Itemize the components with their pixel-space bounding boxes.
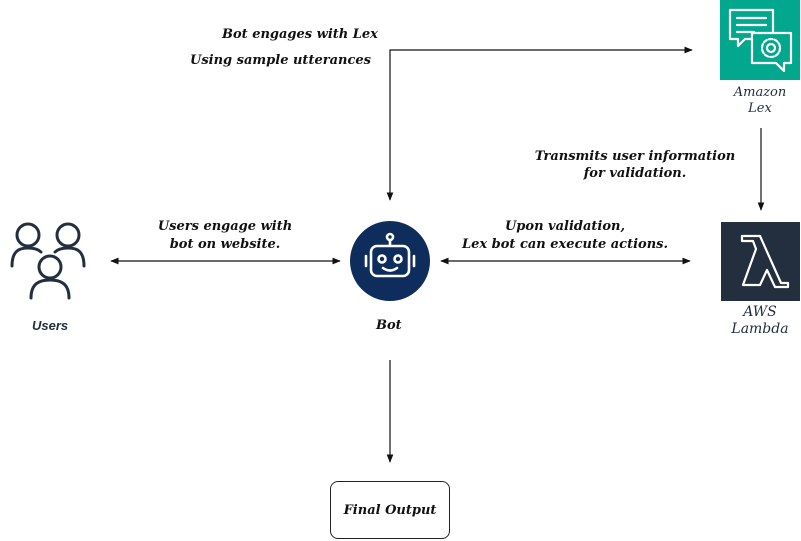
edge-bot-to-lex xyxy=(386,46,693,201)
amazon-lex-label: Amazon Lex xyxy=(720,85,800,117)
robot-icon xyxy=(350,221,430,301)
edge-label-users-bot-line2: bot on website. xyxy=(169,237,281,252)
edge-label-bot-lex-line2: Using sample utterances xyxy=(190,53,371,68)
edge-label-lex-lambda-line2: for validation. xyxy=(583,166,687,181)
edge-label-lex-lambda-line1: Transmits user information xyxy=(534,149,736,164)
edge-label-bot-lex-line1: Bot engages with Lex xyxy=(222,27,378,42)
bot-label: Bot xyxy=(376,318,402,333)
users-label: Users xyxy=(32,318,69,333)
edge-label-bot-lambda-line2: Lex bot can execute actions. xyxy=(461,237,668,252)
amazon-lex-icon xyxy=(720,0,800,80)
edge-label-bot-lambda-line1: Upon validation, xyxy=(504,219,626,234)
final-output-label: Final Output xyxy=(343,502,437,518)
final-output-box: Final Output xyxy=(330,481,450,539)
edge-label-users-bot-line1: Users engage with xyxy=(157,219,293,234)
amazon-lex-label-line2: Lex xyxy=(748,101,772,116)
aws-lambda-label-line1: AWS xyxy=(743,304,777,320)
aws-lambda-label: AWS Lambda xyxy=(716,304,801,338)
aws-lambda-icon xyxy=(721,222,800,301)
users-icon xyxy=(10,222,86,300)
amazon-lex-label-line1: Amazon xyxy=(733,85,787,100)
aws-lambda-label-line2: Lambda xyxy=(731,321,789,337)
